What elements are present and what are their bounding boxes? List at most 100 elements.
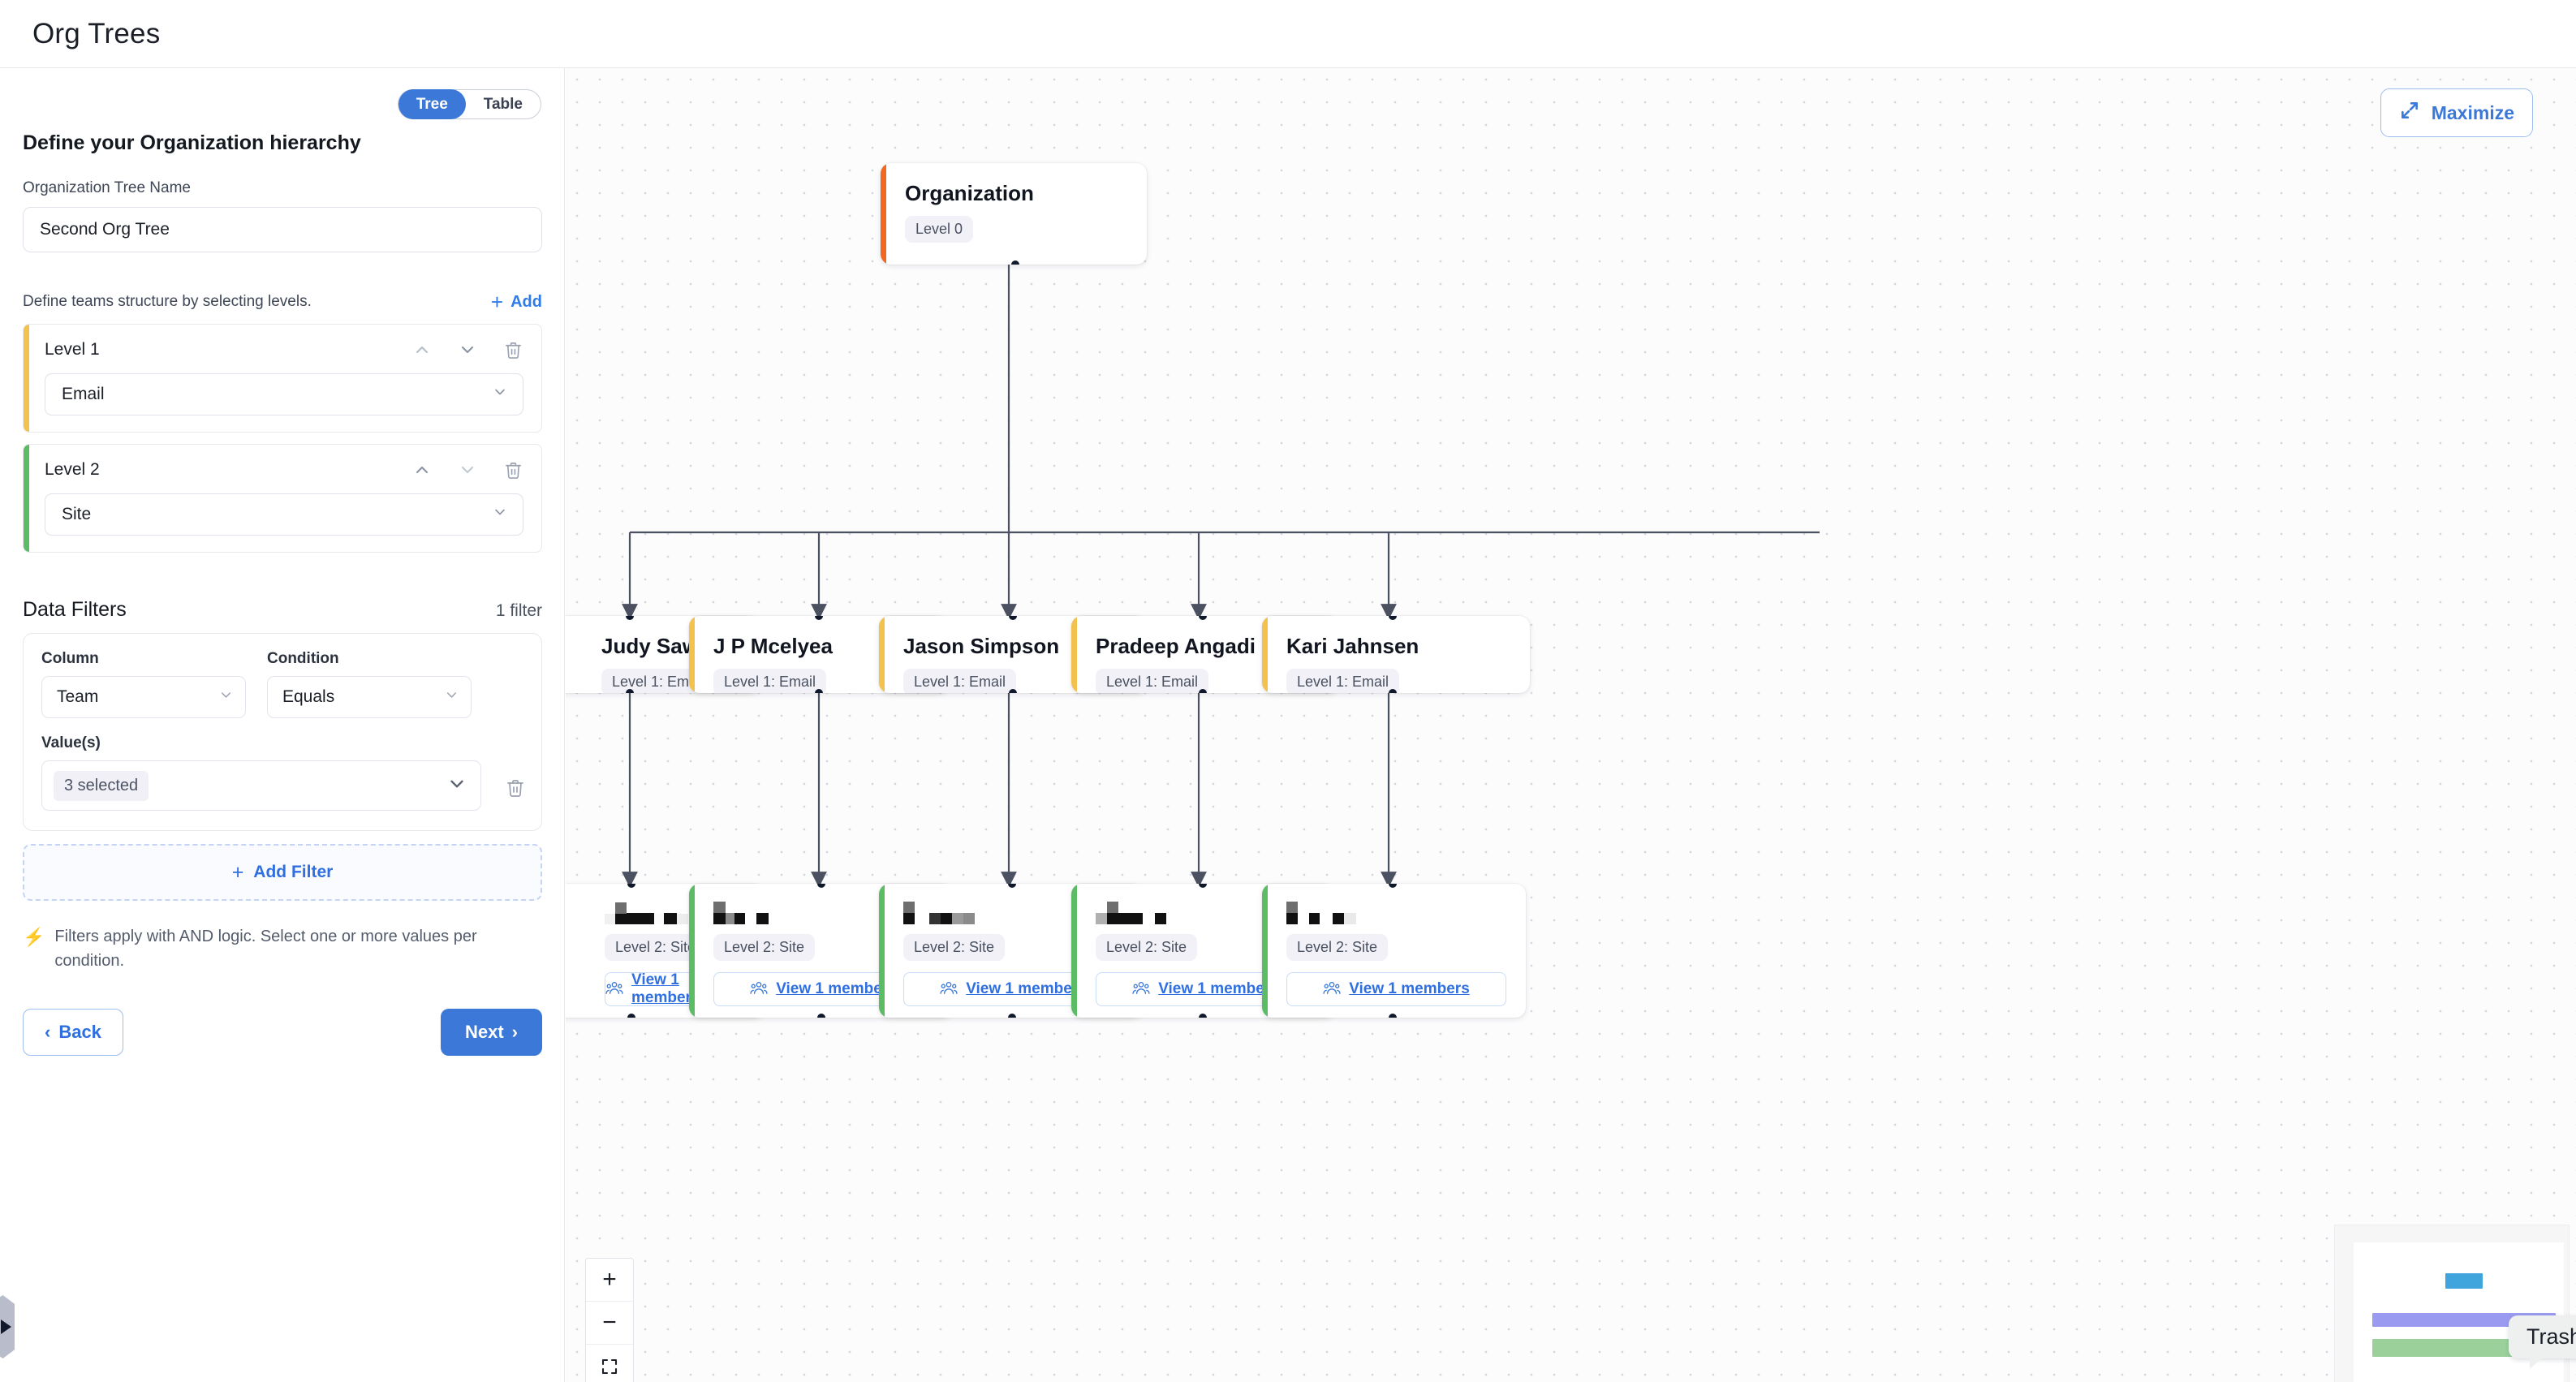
node-port-bottom[interactable] [1008, 1014, 1016, 1018]
move-up-icon[interactable] [411, 459, 433, 480]
next-button[interactable]: Next › [440, 1009, 542, 1057]
toggle-option-tree[interactable]: Tree [398, 89, 466, 119]
levels-header: Define teams structure by selecting leve… [23, 291, 542, 312]
node-port-top[interactable] [1009, 616, 1017, 620]
delete-filter-icon[interactable] [506, 778, 525, 802]
move-down-icon[interactable] [457, 339, 478, 360]
org-node-root[interactable]: Organization Level 0 [881, 163, 1147, 265]
node-port-bottom[interactable] [1199, 689, 1207, 693]
node-title: Organization [905, 181, 1034, 205]
trash-tooltip: Trash [2508, 1315, 2576, 1369]
wizard-buttons: ‹ Back Next › [23, 1009, 542, 1057]
view-members-label: View 1 members [1158, 980, 1279, 997]
filters-note: ⚡ Filters apply with AND logic. Select o… [23, 925, 534, 973]
add-filter-label: Add Filter [253, 863, 334, 881]
minimap-node-level1 [2445, 1313, 2483, 1327]
node-port-bottom[interactable] [626, 689, 634, 693]
maximize-label: Maximize [2431, 101, 2514, 123]
level-column-select-1[interactable]: Email [45, 373, 523, 415]
node-title-redacted [903, 900, 1123, 924]
node-port-top[interactable] [815, 616, 823, 620]
filter-condition-value: Equals [282, 687, 335, 706]
node-accent-bar [689, 884, 695, 1018]
node-port-bottom[interactable] [1011, 260, 1019, 265]
configuration-sidebar: Tree Table Define your Organization hier… [0, 68, 565, 1382]
node-level-badge: Level 2: Site [1286, 934, 1389, 961]
node-port-bottom[interactable] [1009, 689, 1017, 693]
node-port-top[interactable] [1008, 884, 1016, 888]
org-node-level1-kari-jahnsen[interactable]: Kari Jahnsen Level 1: Email [1262, 616, 1530, 693]
sidebar-drawer-handle[interactable] [0, 1295, 15, 1358]
view-members-button[interactable]: View 1 members [1286, 972, 1506, 1006]
node-title: Kari Jahnsen [1286, 634, 1419, 658]
maximize-button[interactable]: Maximize [2380, 88, 2533, 137]
filter-values-label: Value(s) [41, 734, 101, 751]
node-port-top[interactable] [1389, 616, 1397, 620]
node-title-redacted [1096, 900, 1316, 924]
expand-arrows-icon [2399, 100, 2420, 126]
node-port-top[interactable] [627, 884, 635, 888]
filter-values-chip: 3 selected [54, 770, 149, 801]
tree-name-input[interactable]: Second Org Tree [23, 207, 542, 252]
view-members-label: View 1 members [631, 971, 700, 1006]
node-accent-bar [1071, 884, 1077, 1018]
fit-view-button[interactable] [586, 1345, 633, 1382]
node-port-bottom[interactable] [1199, 1014, 1207, 1018]
node-level-badge: Level 1: Email [713, 669, 827, 693]
node-title: Judy Saw [601, 634, 699, 658]
node-port-top[interactable] [1199, 616, 1207, 620]
node-port-top[interactable] [626, 616, 634, 620]
node-accent-bar [1262, 616, 1268, 693]
node-port-bottom[interactable] [817, 1014, 825, 1018]
zoom-controls[interactable]: + − [585, 1258, 634, 1382]
move-up-icon[interactable] [411, 339, 433, 360]
delete-level-icon[interactable] [502, 459, 523, 480]
filter-condition-select[interactable]: Equals [267, 676, 472, 718]
filter-condition-label: Condition [267, 650, 339, 667]
minimap-node-level1 [2409, 1313, 2446, 1327]
org-chart-canvas[interactable]: Maximize [566, 68, 2576, 1382]
node-port-top[interactable] [1199, 884, 1207, 888]
node-port-bottom[interactable] [815, 689, 823, 693]
data-filters-title: Data Filters [23, 598, 127, 621]
node-port-bottom[interactable] [1389, 1014, 1397, 1018]
minimap-node-level2 [2372, 1339, 2410, 1357]
move-down-icon[interactable] [457, 459, 478, 480]
back-button[interactable]: ‹ Back [23, 1009, 123, 1057]
node-port-bottom[interactable] [1389, 689, 1397, 693]
level-accent-bar [24, 325, 29, 432]
zoom-out-button[interactable]: − [586, 1302, 633, 1345]
node-port-top[interactable] [817, 884, 825, 888]
org-node-level2-5[interactable]: Level 2: Site View 1 members [1262, 884, 1526, 1018]
levels-hint: Define teams structure by selecting leve… [23, 293, 312, 310]
delete-level-icon[interactable] [502, 339, 523, 360]
filter-values-select[interactable]: 3 selected [41, 760, 481, 811]
plus-icon: + [231, 860, 244, 884]
view-mode-toggle[interactable]: Tree Table [397, 89, 541, 119]
minimap[interactable]: Trash [2334, 1225, 2576, 1382]
add-filter-button[interactable]: + Add Filter [23, 844, 542, 901]
people-group-icon [605, 980, 623, 999]
level-name-1: Level 1 [45, 340, 100, 359]
node-port-bottom[interactable] [627, 1014, 635, 1018]
minimap-viewport [2354, 1242, 2564, 1382]
node-title: Jason Simpson [903, 634, 1060, 658]
node-title-redacted [1286, 900, 1506, 924]
level-column-value-1: Email [62, 385, 105, 403]
level-column-select-2[interactable]: Site [45, 493, 523, 536]
minimap-node-root [2445, 1273, 2483, 1289]
node-level-badge: Level 1: Email [1096, 669, 1209, 693]
zoom-in-button[interactable]: + [586, 1259, 633, 1302]
node-level-badge: Level 2: Site [713, 934, 816, 961]
node-port-top[interactable] [1389, 884, 1397, 888]
filter-column-value: Team [57, 687, 99, 706]
filter-column-select[interactable]: Team [41, 676, 246, 718]
node-accent-bar [1071, 616, 1077, 693]
tree-name-label: Organization Tree Name [23, 179, 191, 196]
filter-row-card: Column Team Condition Equals [23, 633, 542, 831]
node-title-redacted [605, 900, 745, 924]
level-name-2: Level 2 [45, 460, 100, 479]
view-members-label: View 1 members [776, 980, 897, 997]
toggle-option-table[interactable]: Table [483, 95, 523, 113]
add-level-button[interactable]: + Add [491, 291, 542, 312]
